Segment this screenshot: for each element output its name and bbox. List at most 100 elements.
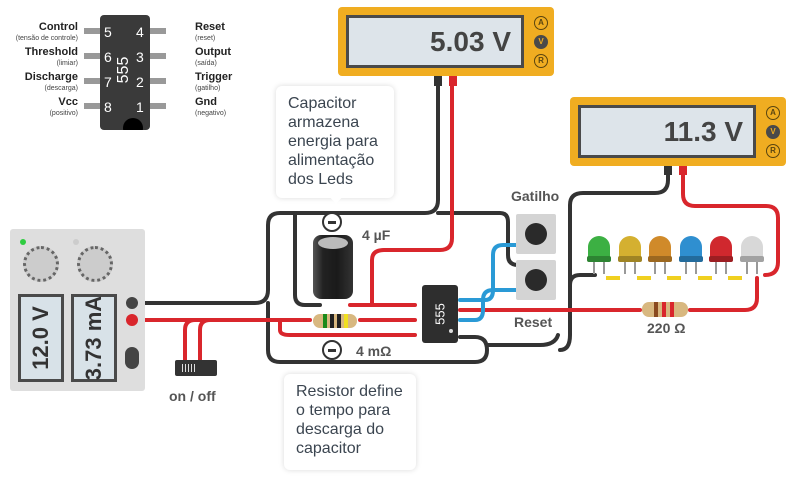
pin-number: 2 [136, 74, 144, 90]
pin-leg [84, 53, 100, 59]
pin-leg [150, 78, 166, 84]
probe-red [679, 165, 687, 175]
capacitor-callout-text: Capacitor armazena energia para alimenta… [288, 95, 378, 188]
led-red[interactable] [709, 236, 733, 274]
wire-black[interactable] [266, 301, 489, 364]
resistor-polarity-minus-icon [322, 340, 342, 360]
trigger-button-label: Gatilho [511, 188, 560, 204]
switch-label: on / off [169, 388, 216, 404]
wire-blue[interactable] [458, 243, 520, 302]
pin-name: Trigger [195, 71, 233, 83]
wire-red[interactable] [198, 318, 212, 362]
led-green[interactable] [587, 236, 611, 274]
wire-black[interactable] [293, 211, 322, 307]
pinout-chip-body [100, 15, 150, 130]
multimeter-screen: 11.3 V [578, 105, 756, 158]
cc-indicator-icon [73, 239, 79, 245]
multimeter-reading: 11.3 V [663, 115, 743, 147]
cv-indicator-icon [20, 239, 26, 245]
pinout-notch [123, 118, 143, 130]
psu-power-toggle[interactable] [125, 347, 139, 369]
pin-leg [150, 28, 166, 34]
mode-ohm-button[interactable]: R [534, 54, 548, 68]
ic-555[interactable]: 555 [422, 285, 458, 343]
mode-volt-button[interactable]: V [534, 35, 548, 49]
mode-amp-button[interactable]: A [766, 106, 780, 120]
led-resistor-value-label: 220 Ω [647, 320, 686, 336]
multimeter-capacitor[interactable]: 5.03 V A V R [338, 7, 554, 76]
pin-number: 8 [104, 99, 112, 115]
capacitor-top [318, 237, 348, 249]
led-jumper [697, 276, 712, 280]
pin-name: Vcc [58, 96, 78, 108]
probe-black [664, 165, 672, 175]
wire-red[interactable] [681, 163, 780, 277]
current-reading: 3.73 mA [81, 295, 106, 381]
current-display: 3.73 mA [71, 294, 117, 382]
pinout-chip-label: 555 [115, 56, 132, 84]
current-knob[interactable] [77, 246, 113, 282]
mode-amp-button[interactable]: A [534, 16, 548, 30]
power-switch[interactable] [175, 360, 217, 376]
pin-leg [84, 28, 100, 34]
led-yellow[interactable] [617, 236, 642, 274]
wire-black[interactable] [436, 211, 520, 267]
pin-description: (negativo) [195, 110, 227, 117]
resistor-callout-text: Resistor define o tempo para descarga do… [296, 383, 403, 457]
pin-name: Reset [195, 21, 225, 33]
ic-label: 555 [432, 303, 448, 325]
multimeter-leds[interactable]: 11.3 V A V R [570, 97, 786, 166]
pin-description: (saída) [195, 60, 217, 67]
pin-leg [150, 103, 166, 109]
wire-red[interactable] [278, 318, 417, 337]
pin-number: 1 [136, 99, 144, 115]
reset-button-label: Reset [514, 314, 553, 330]
multimeter-screen: 5.03 V [346, 15, 524, 68]
led-jumper [636, 276, 651, 280]
pin-description: (gatilho) [195, 85, 221, 92]
pin-name: Output [195, 46, 232, 58]
resistor-discharge[interactable] [313, 314, 357, 328]
pin-number: 3 [136, 49, 144, 65]
pin-number: 4 [136, 24, 144, 40]
wire-black[interactable] [485, 333, 560, 347]
mode-volt-button[interactable]: V [766, 125, 780, 139]
pin-leg [150, 53, 166, 59]
wire-black[interactable] [136, 78, 440, 305]
led-orange[interactable] [648, 236, 672, 274]
pin-description: (limiar) [56, 60, 78, 67]
mode-ohm-button[interactable]: R [766, 144, 780, 158]
voltage-knob[interactable] [23, 246, 59, 282]
led-blue[interactable] [678, 236, 703, 274]
wire-blue[interactable] [458, 288, 520, 322]
voltage-display: 12.0 V [18, 294, 64, 382]
wire-red[interactable] [183, 318, 197, 362]
terminal-negative[interactable] [126, 297, 138, 309]
pin-description: (positivo) [49, 110, 78, 117]
resistor-led[interactable] [642, 302, 688, 317]
pin-description: (descarga) [44, 85, 78, 92]
wire-red[interactable] [370, 78, 454, 307]
wire-black[interactable] [568, 163, 670, 287]
multimeter-reading: 5.03 V [430, 25, 511, 57]
terminal-positive[interactable] [126, 314, 138, 326]
reset-button[interactable] [516, 260, 556, 300]
pin-name: Control [38, 21, 78, 33]
pin-leg [84, 78, 100, 84]
power-supply: 12.0 V 3.73 mA [10, 229, 145, 391]
led-jumper [728, 276, 742, 280]
pin-description: (reset) [195, 35, 216, 42]
pin-name: Gnd [195, 96, 217, 108]
pin-number: 7 [104, 74, 112, 90]
wire-black[interactable] [558, 273, 597, 352]
capacitor[interactable] [313, 235, 353, 305]
trigger-button[interactable] [516, 214, 556, 254]
wire-red[interactable] [688, 276, 759, 312]
capacitor-callout: Capacitor armazena energia para alimenta… [276, 86, 394, 198]
led-jumper [667, 276, 681, 280]
led-white[interactable] [739, 236, 764, 274]
pin-description: (tensão de controle) [15, 35, 78, 42]
